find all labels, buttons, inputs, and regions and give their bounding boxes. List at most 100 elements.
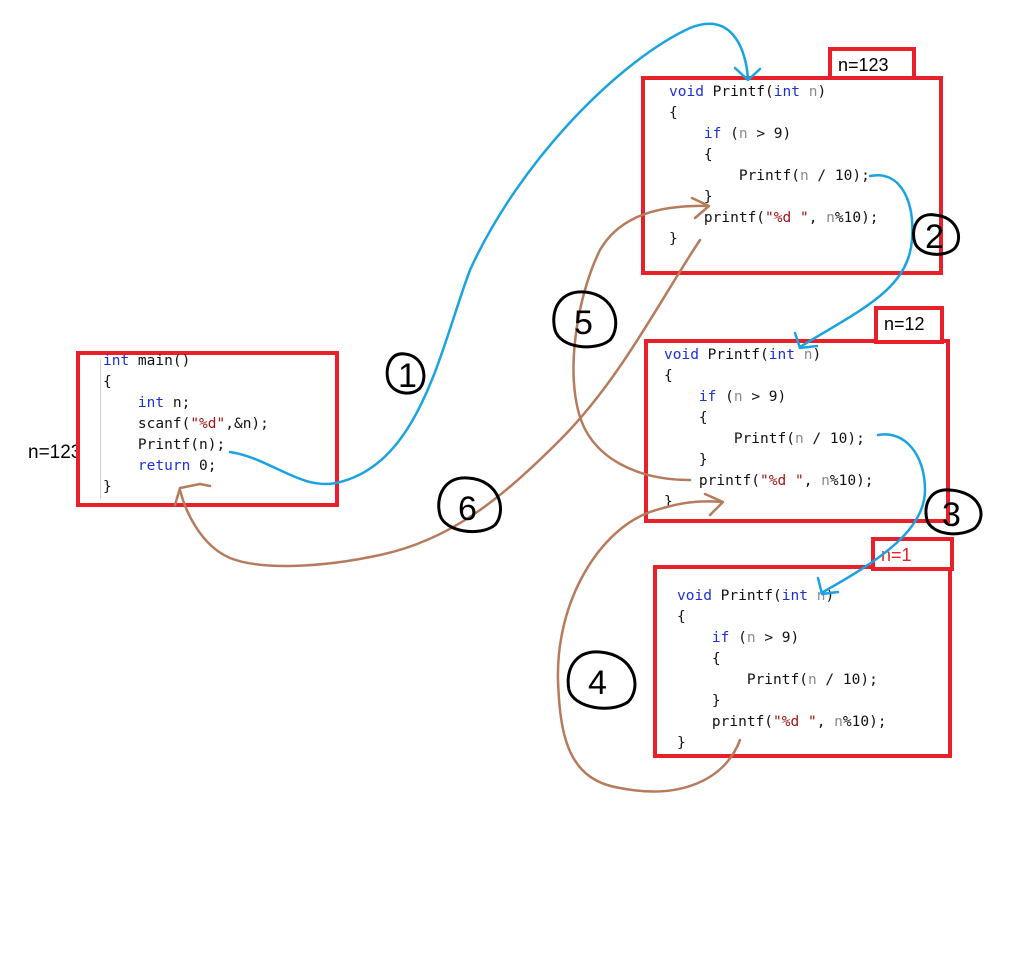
code-token: Printf(n); [103,437,226,453]
code-token: ( [716,389,734,405]
code-line: } [677,733,887,754]
code-token: / 10); [803,431,865,447]
code-token: } [103,479,112,495]
printf-code-3: void Printf(int n){ if (n > 9) { Printf(… [677,586,887,754]
code-token: ) [825,588,835,604]
code-param: n [807,588,826,604]
code-keyword: void [677,588,712,604]
code-param: n [799,84,818,100]
code-line: return 0; [103,456,269,477]
code-string: "%d " [760,473,804,489]
code-token [669,126,704,142]
code-token: > 9) [755,630,800,646]
code-token: ( [729,630,747,646]
code-token: > 9) [747,126,792,142]
code-token [103,458,138,474]
code-token: printf( [664,473,761,489]
code-line: printf("%d ", n%10); [664,471,874,492]
step-label-1: 1 [398,357,417,395]
code-token: } [664,494,673,510]
code-token: ) [817,84,827,100]
code-line: } [669,229,879,250]
code-line: void Printf(int n) [677,586,887,607]
printf-code-2: void Printf(int n) { if (n > 9) { Printf(… [664,345,874,513]
code-token: %10); [834,210,879,226]
code-token: main() [129,353,191,369]
code-param: n [733,389,743,405]
code-keyword: int [773,84,800,100]
code-token: printf( [669,210,766,226]
printf-frame-3: void Printf(int n){ if (n > 9) { Printf(… [653,565,952,758]
code-line: } [677,691,887,712]
step-label-5: 5 [574,304,593,342]
code-line: void Printf(int n) [669,82,879,103]
code-gutter [100,359,101,499]
code-param: n [821,473,830,489]
code-token: , [816,714,835,730]
step-badge-1-outline [385,352,426,395]
code-line: { [664,408,874,429]
code-line: Printf(n / 10); [677,670,887,691]
step-badge-4-outline [566,650,637,710]
code-token: Printf( [677,672,808,688]
step-label-6: 6 [458,490,477,528]
code-token [677,630,712,646]
code-token: , [803,473,822,489]
code-param: n [794,347,813,363]
code-line: { [669,145,879,166]
printf-frame-1: void Printf(int n){ if (n > 9) { Printf(… [641,76,943,275]
code-token: Printf( [711,588,782,604]
code-token: %10); [842,714,887,730]
code-string: "%d " [773,714,817,730]
code-keyword: int [768,347,795,363]
code-token: Printf( [703,84,774,100]
code-token: n; [164,395,191,411]
printf-code-1: void Printf(int n){ if (n > 9) { Printf(… [669,82,879,250]
printf-frame-2: void Printf(int n) { if (n > 9) { Printf(… [644,339,950,523]
code-line: { [677,607,887,628]
code-token: } [677,735,686,751]
code-keyword: void [669,84,704,100]
main-code: int main(){ int n; scanf("%d",&n); Print… [103,351,269,498]
code-token: { [677,651,721,667]
code-line: { [103,372,269,393]
code-token: ) [812,347,822,363]
code-string: "%d " [765,210,809,226]
code-line: } [669,187,879,208]
code-token: Printf( [669,168,800,184]
code-token: ,&n); [225,416,269,432]
code-line: Printf(n / 10); [664,429,874,450]
code-token: , [808,210,827,226]
code-token: { [664,410,708,426]
code-line: printf("%d ", n%10); [669,208,879,229]
code-param: n [799,168,809,184]
frame-1-n-tag: n=123 [828,47,916,80]
code-keyword: if [711,630,730,646]
code-token: %10); [829,473,874,489]
frame-2-n-tag: n=12 [874,306,944,344]
code-line: } [103,477,269,498]
code-line: Printf(n); [103,435,269,456]
code-keyword: int [137,395,165,411]
step-badge-5-outline [552,290,618,349]
code-line: printf("%d ", n%10); [677,712,887,733]
code-token: { [664,368,673,384]
code-token: } [669,189,713,205]
main-frame: int main(){ int n; scanf("%d",&n); Print… [76,351,339,507]
code-line: { [677,649,887,670]
code-line: if (n > 9) [669,124,879,145]
code-line: if (n > 9) [664,387,874,408]
code-token: printf( [677,714,774,730]
code-token: Printf( [698,347,769,363]
code-token: > 9) [742,389,787,405]
code-token: } [664,452,708,468]
code-param: n [834,714,843,730]
code-token: } [669,231,678,247]
code-token [103,395,138,411]
code-token: } [677,693,721,709]
code-line: if (n > 9) [677,628,887,649]
code-keyword: void [664,347,699,363]
code-line: Printf(n / 10); [669,166,879,187]
code-line: { [669,103,879,124]
code-keyword: if [703,126,722,142]
